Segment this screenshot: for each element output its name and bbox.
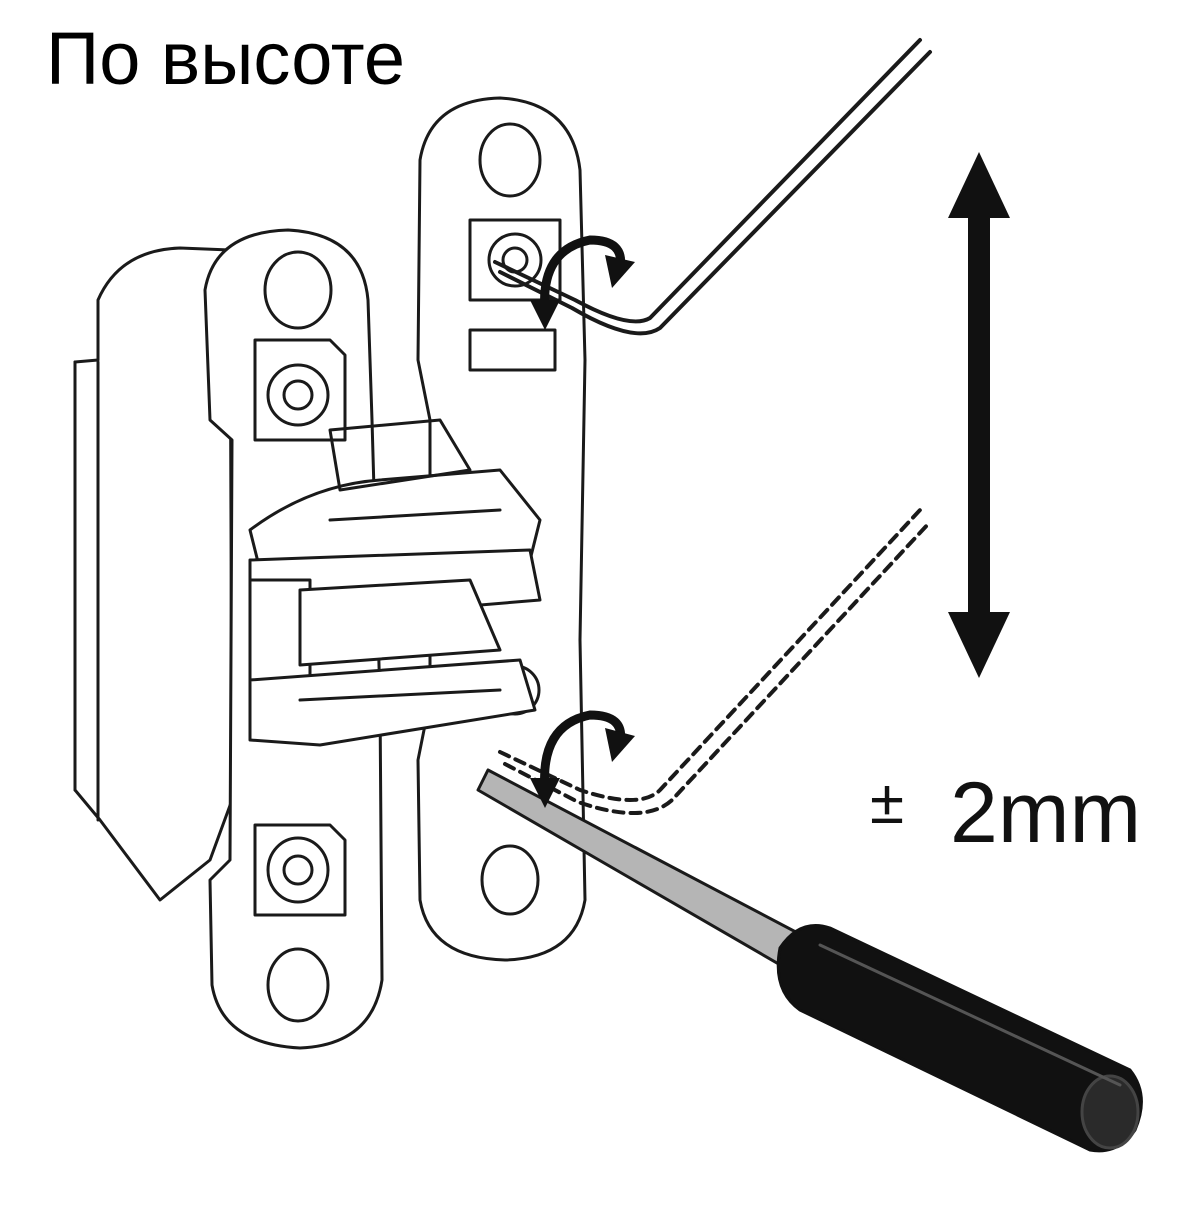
page-title: По высоте [46, 17, 405, 100]
hinge-body-back [73, 246, 234, 902]
hex-key-alt-position [498, 508, 932, 815]
plus-minus-symbol: ± [870, 768, 905, 837]
hinge-mechanism [248, 418, 542, 747]
adjustment-range-label: 2mm [950, 765, 1142, 861]
hex-key [493, 38, 932, 336]
screwdriver [476, 768, 1143, 1153]
rotation-arrow [540, 235, 626, 795]
double-arrow [948, 152, 1010, 678]
